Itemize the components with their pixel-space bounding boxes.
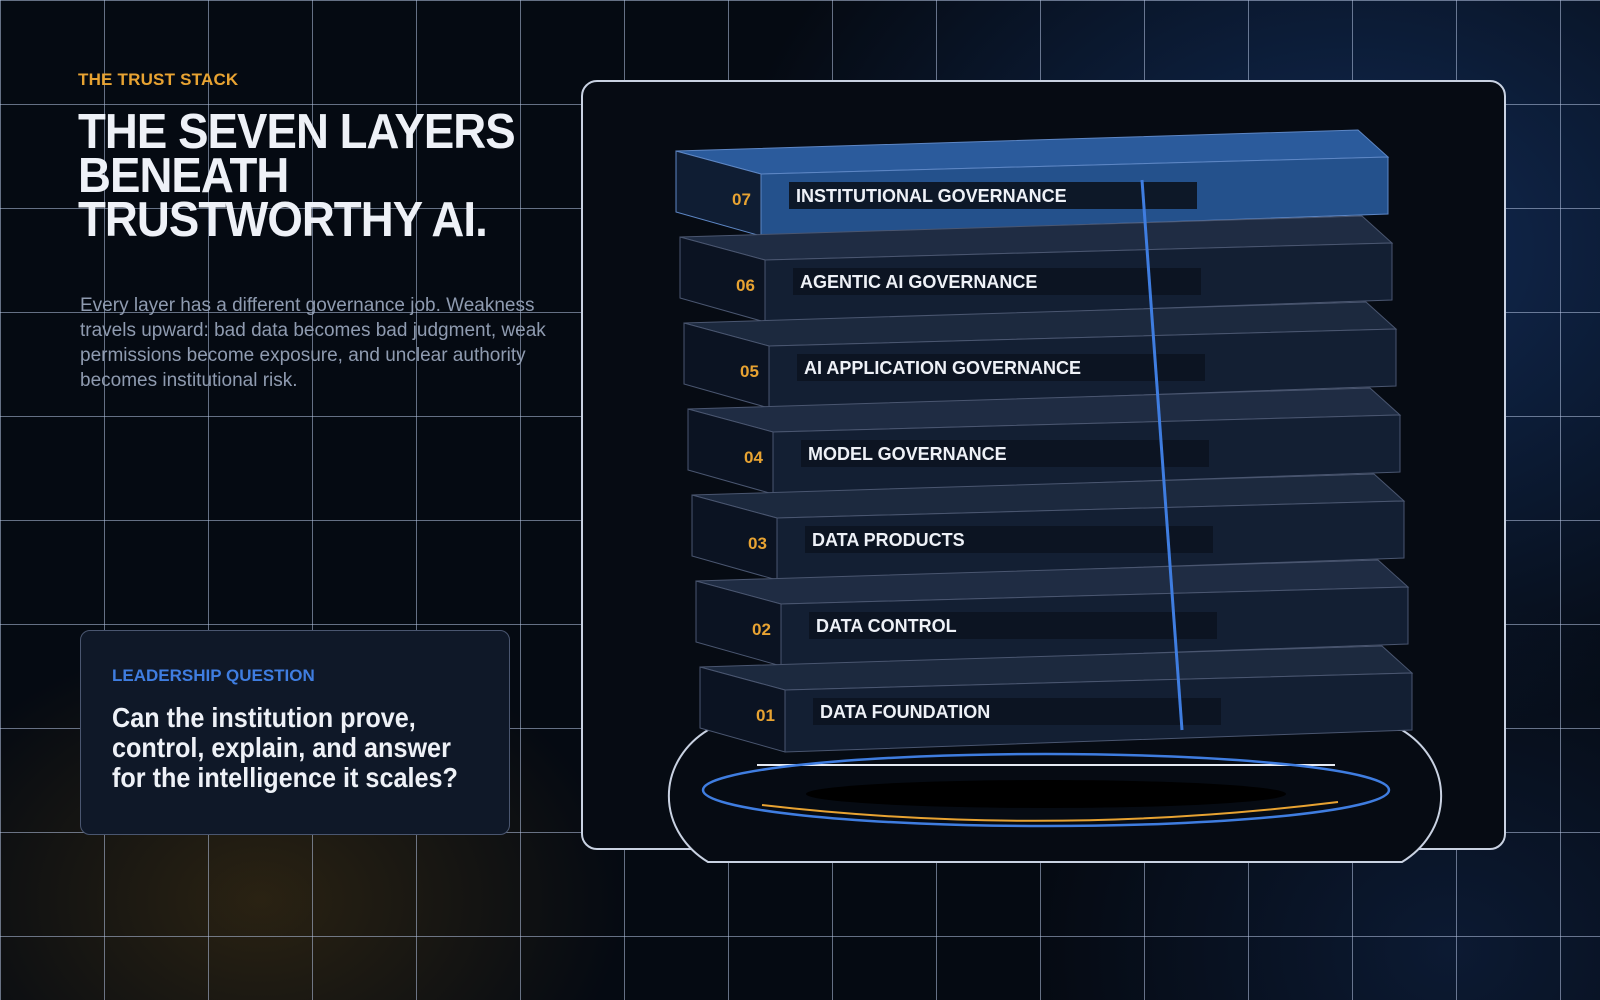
pedestal-glow-arc [761, 801, 1339, 822]
stack-layer-02: 02 DATA CONTROL [695, 559, 1410, 667]
layer-number: 05 [740, 362, 759, 381]
pedestal-shadow [806, 780, 1286, 808]
stack-layer-06: 06 AGENTIC AI GOVERNANCE [679, 215, 1394, 323]
layer-label: DATA FOUNDATION [820, 702, 990, 722]
layer-label-plate [801, 440, 1209, 467]
layer-number: 07 [732, 190, 751, 209]
stack-layer-05: 05 AI APPLICATION GOVERNANCE [683, 301, 1398, 409]
stack-spine-line [1140, 179, 1184, 731]
page-title: THE SEVEN LAYERS BENEATH TRUSTWORTHY AI. [78, 105, 516, 247]
stack-pedestal [667, 729, 1443, 863]
stack-layers: 07 INSTITUTIONAL GOVERNANCE 06 AGENTIC AI G… [675, 129, 1414, 753]
layer-label: DATA PRODUCTS [812, 530, 965, 550]
layer-number: 02 [752, 620, 771, 639]
layer-label: AI APPLICATION GOVERNANCE [804, 358, 1081, 378]
layer-label-plate [805, 526, 1213, 553]
stack-layer-07: 07 INSTITUTIONAL GOVERNANCE [675, 129, 1390, 237]
pedestal-inner-ring [701, 752, 1391, 828]
stack-layer-04: 04 MODEL GOVERNANCE [687, 387, 1402, 495]
eyebrow-label: THE TRUST STACK [78, 70, 239, 89]
leadership-question-card: LEADERSHIP QUESTION Can the institution … [80, 630, 510, 835]
layer-label: AGENTIC AI GOVERNANCE [800, 272, 1037, 292]
layer-label-plate [809, 612, 1217, 639]
layer-label: MODEL GOVERNANCE [808, 444, 1007, 464]
layer-label-plate [797, 354, 1205, 381]
layer-number: 06 [736, 276, 755, 295]
layer-number: 04 [744, 448, 763, 467]
layer-side-face [699, 666, 786, 753]
leadership-question-label: LEADERSHIP QUESTION [112, 666, 315, 685]
leadership-question-text: Can the institution prove, control, expl… [112, 702, 458, 793]
layer-label-plate [793, 268, 1201, 295]
layer-label: INSTITUTIONAL GOVERNANCE [796, 186, 1067, 206]
layer-label-plate [813, 698, 1221, 725]
stack-layer-01: 01 DATA FOUNDATION [699, 645, 1414, 753]
layer-label: DATA CONTROL [816, 616, 957, 636]
layer-number: 01 [756, 706, 775, 725]
intro-paragraph: Every layer has a different governance j… [80, 295, 546, 391]
layer-label-plate [789, 182, 1197, 209]
layer-number: 03 [748, 534, 767, 553]
stack-layer-03: 03 DATA PRODUCTS [691, 473, 1406, 581]
